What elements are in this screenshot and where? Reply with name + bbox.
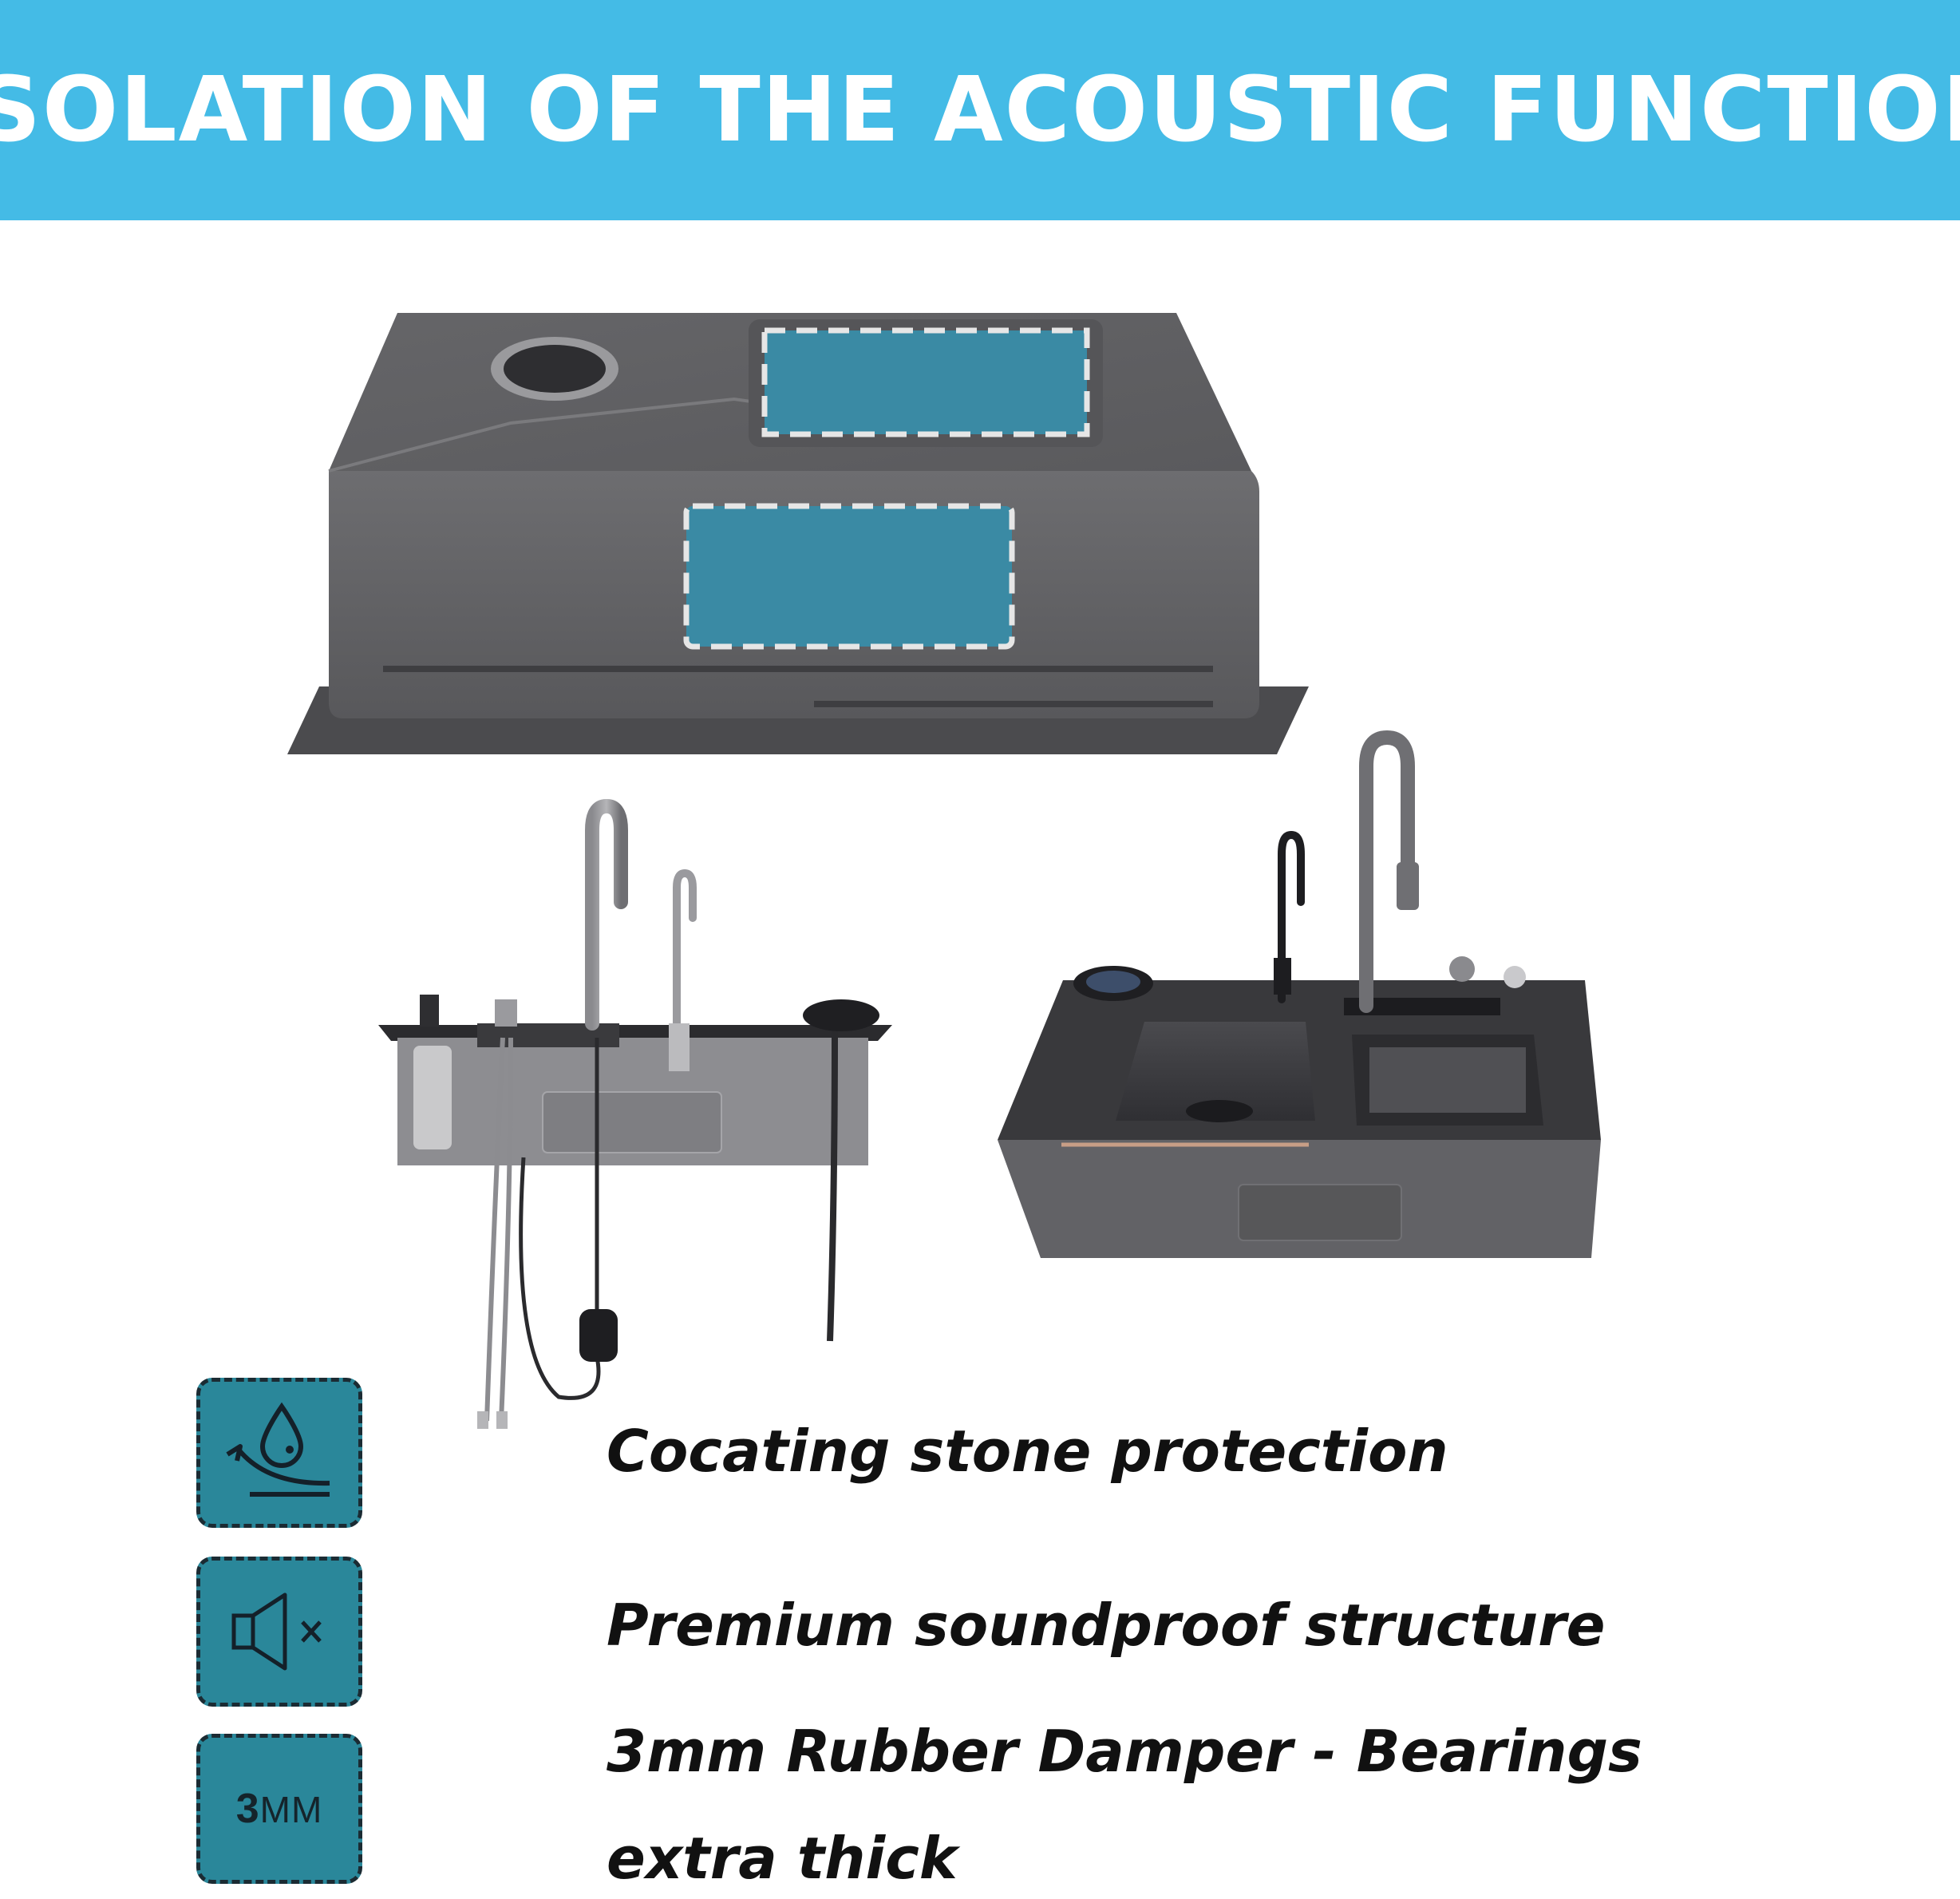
badge-soundproof xyxy=(196,1557,362,1707)
feature-label-damper-line1: 3mm Rubber Damper - Bearings xyxy=(607,1718,1642,1785)
feature-label-coating: Cocating stone protection xyxy=(607,1418,1448,1485)
soundproof-pad-bottom xyxy=(761,327,1090,437)
feature-coating: Cocating stone protection xyxy=(196,1378,1448,1528)
water-drop-coating-icon xyxy=(226,1402,330,1497)
3mm-badge-icon: 3MM xyxy=(196,1734,362,1884)
left-basin xyxy=(1116,1022,1315,1121)
page-title: ISOLATION OF THE ACOUSTIC FUNCTION xyxy=(0,58,1960,162)
sink-side-view xyxy=(378,798,892,1429)
header-banner: ISOLATION OF THE ACOUSTIC FUNCTION xyxy=(0,0,1960,220)
feature-soundproof: Premium soundproof structure xyxy=(196,1557,1605,1707)
sink-perspective-view xyxy=(998,730,1601,1258)
drain-hole xyxy=(504,345,606,393)
feature-label-damper-line2: extra thick xyxy=(607,1825,958,1892)
speaker-muted-icon xyxy=(231,1592,322,1671)
sink-underside-view xyxy=(287,313,1309,754)
feature-rubber-damper: 3MM 3mm Rubber Damper - Bearings extra t… xyxy=(196,1718,1642,1892)
soundproof-pad-side xyxy=(683,503,1015,650)
badge-3mm-text: 3MM xyxy=(235,1786,323,1832)
feature-label-soundproof: Premium soundproof structure xyxy=(607,1592,1606,1659)
badge-coating xyxy=(196,1378,362,1528)
